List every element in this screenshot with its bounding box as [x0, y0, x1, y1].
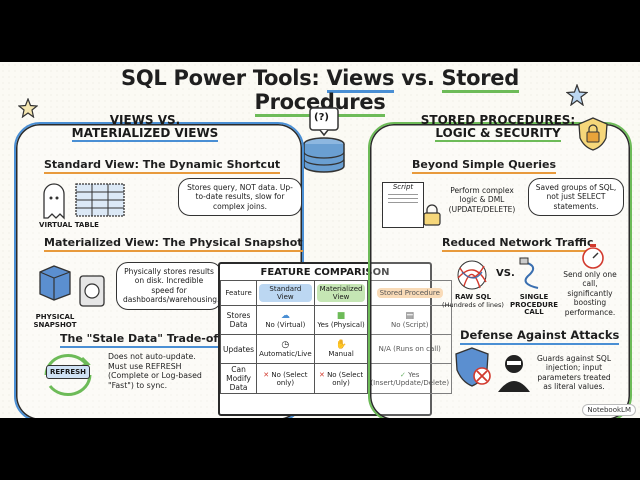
shield-hacker-icon: [455, 347, 530, 392]
cable-icon: [519, 257, 539, 289]
physical-snapshot-caption: PHYSICAL SNAPSHOT: [33, 313, 77, 329]
beyond-queries-note: Perform complex logic & DML (UPDATE/DELE…: [448, 186, 516, 214]
table-row: Can Modify Data ✕ No (Select only) ✕ No …: [219, 363, 453, 394]
stale-data-heading: The "Stale Data" Trade-off: [60, 332, 223, 348]
beyond-queries-heading: Beyond Simple Queries: [412, 158, 557, 174]
shield-lock-icon: [578, 117, 608, 151]
x-icon: ✕: [263, 370, 270, 379]
check-icon: ✓: [400, 370, 406, 379]
table-corner: Feature: [219, 280, 258, 306]
table-row: Stores Data ☁No (Virtual) ■Yes (Physical…: [219, 305, 453, 335]
infographic: SQL Power Tools: Views vs. Stored Proced…: [0, 62, 640, 418]
ghost-table-icon: [43, 183, 125, 220]
defense-heading: Defense Against Attacks: [460, 328, 620, 345]
feature-comparison-table: FEATURE COMPARISON Feature Standard View…: [218, 262, 453, 416]
network-traffic-note: Send only one call, significantly boosti…: [563, 270, 617, 317]
tangled-sql-icon: [457, 260, 487, 290]
virtual-table-caption: VIRTUAL TABLE: [39, 221, 99, 229]
notebooklm-badge: NotebookLM: [582, 404, 636, 416]
x-icon: ✕: [318, 370, 325, 379]
cube-icon: ■: [336, 311, 346, 321]
standard-view-note: Stores query, NOT data. Up-to-date resul…: [178, 178, 302, 217]
materialized-view-note: Physically stores results on disk. Incre…: [116, 262, 222, 310]
versus-label: VS.: [496, 268, 515, 279]
script-icon: ▤: [405, 311, 415, 321]
materialized-view-heading: Materialized View: The Physical Snapshot: [44, 236, 303, 252]
padlock-icon: [423, 204, 441, 226]
stopwatch-icon: [582, 244, 604, 269]
single-call-caption: SINGLE PROCEDURE CALL: [509, 293, 559, 317]
beyond-queries-bubble: Saved groups of SQL, not just SELECT sta…: [528, 178, 624, 217]
hand-icon: ✋: [335, 340, 347, 350]
table-row: Updates ◷Automatic/Live ✋Manual N/A (Run…: [219, 334, 453, 364]
standard-view-heading: Standard View: The Dynamic Shortcut: [44, 158, 281, 174]
script-icon: Script: [382, 182, 424, 228]
star-icon: [18, 98, 38, 118]
stored-procedures-header: STORED PROCEDURES: LOGIC & SECURITY: [418, 113, 578, 143]
col-materialized-view: Materialized View: [316, 284, 366, 302]
database-question-icon: (?): [294, 104, 354, 174]
title-views: Views: [326, 66, 395, 93]
cloud-icon: ☁: [280, 311, 290, 321]
defense-note: Guards against SQL injection; input para…: [536, 354, 612, 392]
col-standard-view: Standard View: [259, 284, 312, 302]
stored-procedures-panel: [368, 122, 632, 418]
network-traffic-heading: Reduced Network Traffic: [442, 236, 594, 252]
stale-data-note: Does not auto-update. Must use REFRESH (…: [108, 352, 202, 391]
refresh-button[interactable]: REFRESH: [46, 365, 91, 379]
raw-sql-caption: RAW SQL (Hundreds of lines): [442, 293, 504, 309]
views-panel-header: VIEWS VS. MATERIALIZED VIEWS: [60, 113, 230, 143]
comparison-title: FEATURE COMPARISON: [260, 267, 390, 278]
star-icon: [566, 84, 588, 106]
cube-disk-icon: [39, 265, 105, 307]
clock-icon: ◷: [281, 340, 290, 350]
col-stored-procedure: Stored Procedure: [376, 288, 443, 298]
